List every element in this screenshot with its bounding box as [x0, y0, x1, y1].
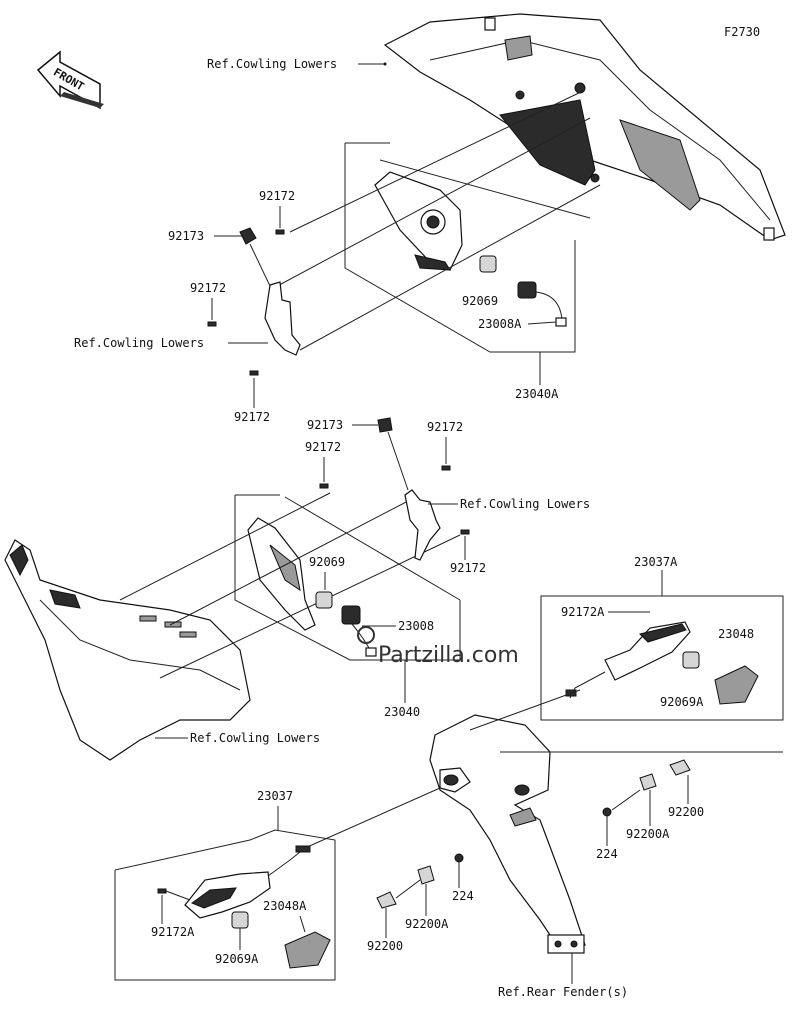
ref-cowling-lowers-left: Ref.Cowling Lowers [74, 336, 204, 350]
bulb-92069-middle [315, 591, 333, 609]
label-23040: 23040 [384, 705, 420, 719]
label-92172-a: 92172 [259, 189, 295, 203]
screw-92172-a [275, 229, 285, 235]
ref-cowling-lowers-mid: Ref.Cowling Lowers [460, 497, 590, 511]
front-arrow-icon: FRONT [36, 50, 104, 110]
label-92172-f: 92172 [450, 561, 486, 575]
rear-fender-bracket [429, 714, 586, 954]
figure-code: F2730 [724, 25, 760, 39]
label-92069A-right: 92069A [660, 695, 704, 709]
label-92069-middle: 92069 [309, 555, 345, 569]
label-23008: 23008 [398, 619, 434, 633]
label-92172A-left: 92172A [151, 925, 195, 939]
turn-signal-housing-upper [374, 171, 463, 271]
watermark-logo: Partzilla.com [357, 626, 519, 668]
bulb-92069A-right [682, 651, 700, 669]
clip-92173-b [377, 417, 393, 433]
label-224-bottom: 224 [452, 889, 474, 903]
clip-92200-bottom [376, 891, 397, 909]
label-224-right: 224 [596, 847, 618, 861]
label-23037A: 23037A [634, 555, 678, 569]
label-23048A: 23048A [263, 899, 307, 913]
label-23037: 23037 [257, 789, 293, 803]
label-23048: 23048 [718, 627, 754, 641]
label-23040A: 23040A [515, 387, 559, 401]
bracket-upper [264, 281, 301, 356]
label-92172-d: 92172 [427, 420, 463, 434]
bulb-92069A-left [231, 911, 249, 929]
ref-rear-fender: Ref.Rear Fender(s) [498, 985, 628, 999]
clip-92173-a [239, 227, 257, 245]
lens-23048A [284, 931, 331, 969]
turn-signal-23037A [565, 621, 691, 699]
label-92173-b: 92173 [307, 418, 343, 432]
label-92172A-right: 92172A [561, 605, 605, 619]
ref-cowling-lowers-top: Ref.Cowling Lowers [207, 57, 337, 71]
clip-92200-right [669, 759, 691, 776]
nut-92200A-right [639, 773, 657, 791]
screw-224-right [602, 807, 612, 817]
screw-224-bottom [454, 853, 464, 863]
socket-23008A [517, 281, 567, 327]
label-92069-upper: 92069 [462, 294, 498, 308]
label-92172-e: 92172 [305, 440, 341, 454]
turn-signal-23037 [184, 845, 311, 919]
nut-92200A-bottom [417, 865, 435, 885]
label-92172-b: 92172 [190, 281, 226, 295]
label-92172-c: 92172 [234, 410, 270, 424]
socket-23008 [341, 605, 377, 657]
screw-92172-c [249, 370, 259, 376]
upper-cowling-drawing [383, 13, 786, 241]
bulb-92069-upper [479, 255, 497, 273]
screw-92172-d [319, 483, 329, 489]
label-92200A-right: 92200A [626, 827, 670, 841]
label-23008A: 23008A [478, 317, 522, 331]
screw-92172A-left [157, 888, 167, 894]
bracket-middle [404, 489, 441, 561]
label-92069A-left: 92069A [215, 952, 259, 966]
lens-23048 [714, 665, 759, 705]
lower-cowling-drawing [4, 539, 251, 761]
label-92200-bottom: 92200 [367, 939, 403, 953]
screw-92172-b [207, 321, 217, 327]
screw-92172-f [460, 529, 470, 535]
label-92200-right: 92200 [668, 805, 704, 819]
turn-signal-housing-middle [247, 517, 316, 631]
screw-92172-e [441, 465, 451, 471]
ref-cowling-lowers-bottom: Ref.Cowling Lowers [190, 731, 320, 745]
label-92173-a: 92173 [168, 229, 204, 243]
watermark-text: Partzilla.com [378, 643, 519, 668]
label-92200A-bottom: 92200A [405, 917, 449, 931]
